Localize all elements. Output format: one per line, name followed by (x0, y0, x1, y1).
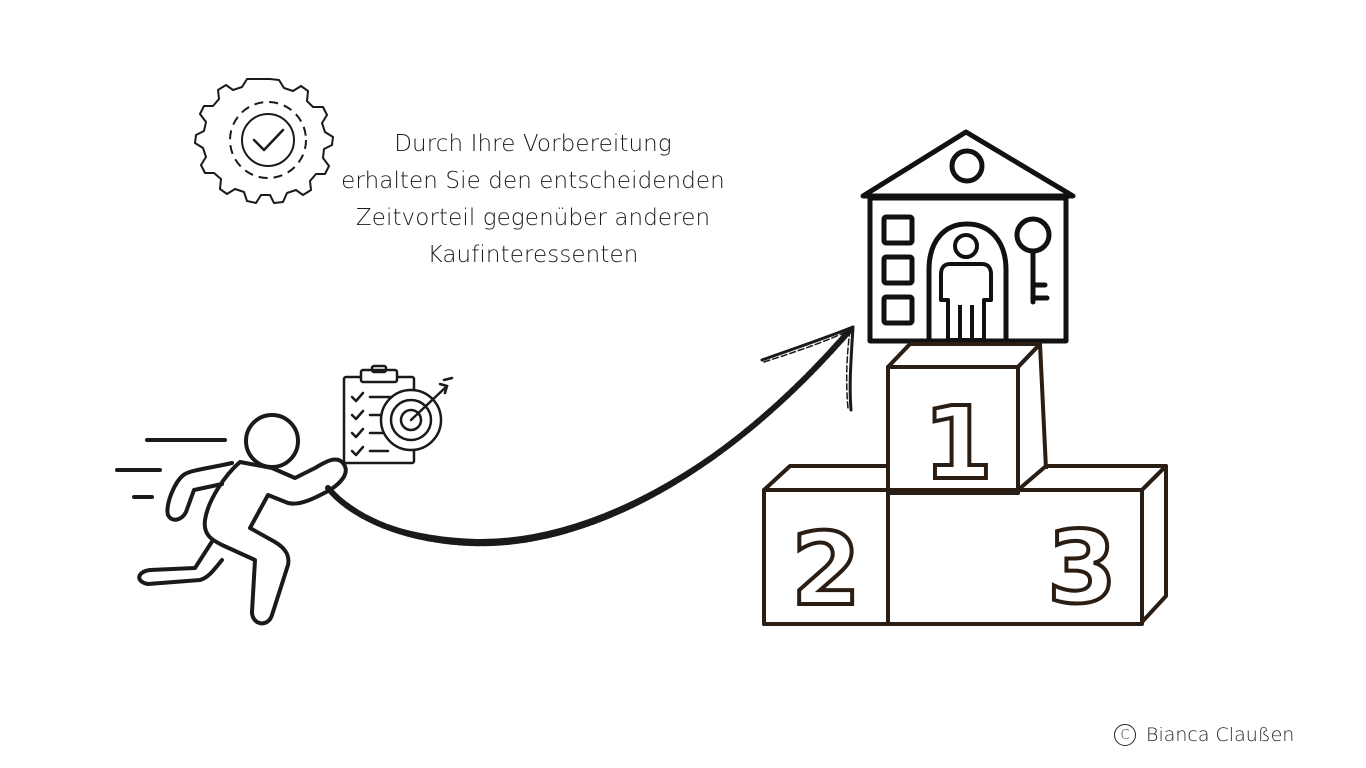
podium-second-label: 2 (791, 511, 861, 628)
gear-check-icon (194, 78, 334, 204)
podium-first-label: 1 (923, 385, 993, 502)
caption-line: Durch Ihre Vorbereitung (394, 131, 672, 157)
copyright-icon: C (1114, 724, 1136, 746)
caption-line: Zeitvorteil gegenüber anderen (355, 205, 711, 231)
credit-author: Bianca Claußen (1146, 724, 1295, 746)
caption-line: Kaufinteressenten (427, 242, 639, 268)
running-person-icon (137, 413, 348, 626)
podium-icon (762, 342, 1168, 626)
target-arrow-icon (379, 376, 454, 452)
caption-text: Durch Ihre Vorbereitung erhalten Sie den… (333, 126, 733, 274)
person-icon (939, 233, 993, 342)
podium-third-label: 3 (1047, 509, 1117, 626)
caption-line: erhalten Sie den entscheidenden (341, 168, 725, 194)
speed-lines (115, 438, 227, 499)
arrow-icon (325, 325, 855, 547)
credit: C Bianca Claußen (1114, 724, 1294, 746)
clipboard-checklist-icon (342, 364, 416, 465)
